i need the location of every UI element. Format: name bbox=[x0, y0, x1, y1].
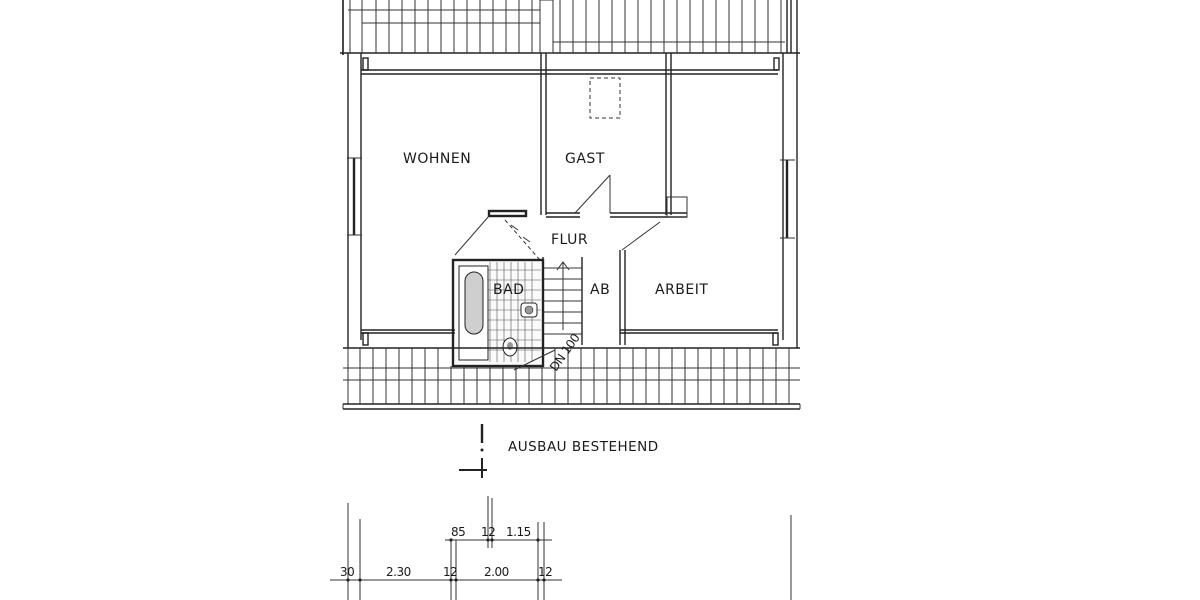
dim-lower-1: 30 bbox=[340, 565, 354, 579]
dim-lower-2: 2.30 bbox=[386, 565, 411, 579]
room-label-bad: BAD bbox=[493, 282, 524, 298]
dim-upper-3: 1.15 bbox=[506, 525, 531, 539]
dim-lower-4: 2.00 bbox=[484, 565, 509, 579]
room-label-wohnen: WOHNEN bbox=[403, 151, 471, 167]
dim-lower-5: 12 bbox=[538, 565, 552, 579]
roof-top-rafters bbox=[340, 0, 800, 55]
room-label-flur: FLUR bbox=[551, 232, 588, 248]
legend: AUSBAU BESTEHEND bbox=[459, 424, 659, 478]
dim-upper-2: 12 bbox=[481, 525, 495, 539]
dimension-lines: 85 12 1.15 30 2.30 12 2.00 12 bbox=[330, 496, 792, 600]
pipe-label: DN 100 bbox=[547, 331, 583, 373]
room-label-ab: AB bbox=[590, 282, 610, 298]
dim-upper-1: 85 bbox=[451, 525, 465, 539]
roof-bottom-rafters bbox=[342, 347, 801, 410]
room-label-arbeit: ARBEIT bbox=[655, 282, 708, 298]
outer-walls bbox=[347, 0, 798, 348]
bathroom bbox=[451, 258, 556, 371]
dim-lower-3: 12 bbox=[443, 565, 457, 579]
bathtub-icon bbox=[464, 271, 484, 335]
legend-text: AUSBAU BESTEHEND bbox=[508, 439, 659, 455]
room-label-gast: GAST bbox=[565, 151, 605, 167]
